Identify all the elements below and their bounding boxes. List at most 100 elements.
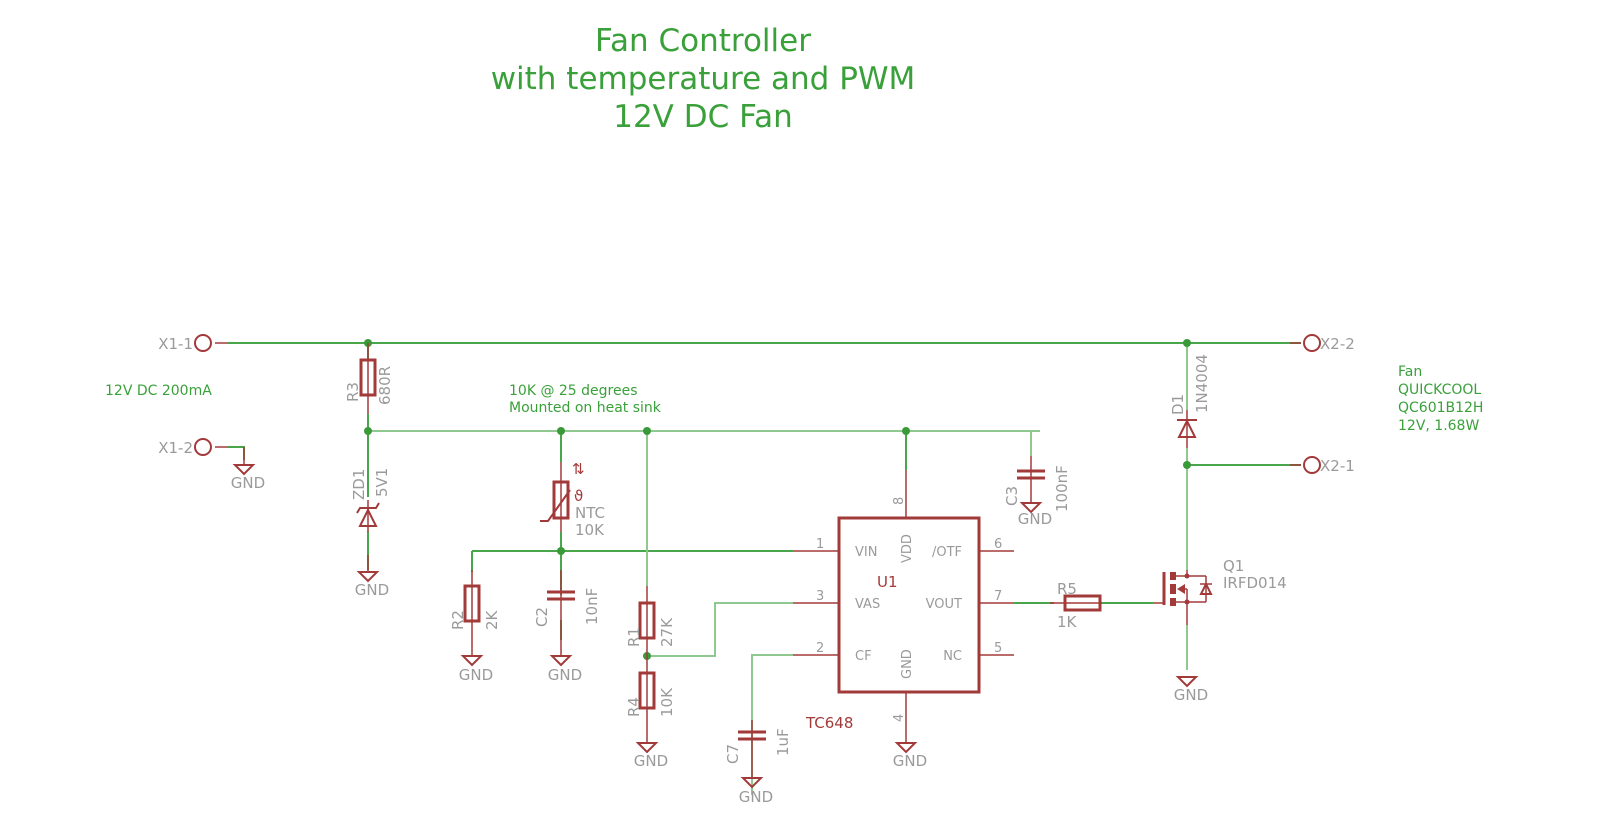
c3-value: 100nF [1053,465,1071,512]
r3-value: 680R [376,366,394,405]
body-diode-icon [1199,581,1213,595]
ic-u1[interactable]: 1 3 2 6 7 5 8 4 VIN VAS CF /OTF VOUT NC … [793,470,1014,743]
gnd-label: GND [548,666,582,684]
zd1-name: ZD1 [350,469,368,500]
ground-icon [549,655,573,667]
resistor-r2[interactable]: R2 2K [449,570,501,656]
note-fan-4: 12V, 1.68W [1398,418,1479,434]
c2-value: 10nF [583,588,601,625]
wire-x1-2 [228,446,245,460]
connector-x2-1[interactable]: X2-1 [1290,456,1355,475]
pin-label: NC [943,649,962,664]
r5-name: R5 [1057,580,1077,598]
gnd-label: GND [1018,510,1052,528]
gnd-label: GND [459,666,493,684]
resistor-r1[interactable]: R1 27K [625,586,676,656]
ic-body [837,516,981,694]
pin-number: 8 [892,497,907,505]
wire-cf [751,654,793,795]
resistor-body [359,358,377,397]
r1-name: R1 [625,627,643,647]
wire-vas [647,602,793,657]
gnd-u1: GND [893,742,927,770]
r5-value: 1K [1057,613,1078,631]
terminal-circle [1303,456,1321,474]
d1-name: D1 [1169,394,1187,415]
diode-d1[interactable]: D1 1N4004 [1169,354,1211,448]
zener-zd1[interactable]: ZD1 5V1 [350,468,391,532]
pin-label: VIN [855,545,877,560]
q1-name: Q1 [1223,557,1244,575]
gate-lead [1153,572,1165,604]
pin-label: /OTF [932,545,962,560]
capacitor-c2[interactable]: C2 10nF [533,570,601,656]
ground-icon [1175,676,1199,688]
ground-icon [232,464,256,476]
connector-label: X2-1 [1320,457,1355,475]
ground-icon [460,655,484,667]
connector-x1-1[interactable]: X1-1 [158,334,228,353]
gnd-x1: GND [231,447,265,492]
thermistor-ntc[interactable]: ⇅ ϑ NTC 10K [540,460,605,539]
pin-label: VAS [855,597,880,612]
gnd-r4: GND [634,742,668,770]
r3-name: R3 [344,382,362,402]
pin-label: VOUT [926,597,962,612]
gnd-label: GND [893,752,927,770]
resistor-body [463,584,481,623]
ground-icon [894,742,918,754]
pin-number: 4 [892,714,907,722]
thermistor-body [552,480,570,520]
u1-name: U1 [877,573,898,591]
body-arrow-icon [1177,584,1185,594]
wire-c3-top [960,430,1032,456]
pin-number: 7 [994,589,1002,604]
pin-number: 6 [994,537,1002,552]
theta-icon: ϑ [574,487,583,505]
resistor-body [638,601,656,640]
terminal-circle [194,334,212,352]
resistor-r3[interactable]: R3 680R [344,343,394,414]
junction-dot [557,427,565,435]
connector-label: X1-1 [158,335,193,353]
thermistor-slash [540,489,571,522]
mosfet-q1[interactable]: Q1 IRFD014 [1153,557,1287,625]
r2-name: R2 [449,610,467,630]
resistor-r4[interactable]: R4 10K [625,656,676,743]
r1-value: 27K [658,617,676,647]
gnd-label: GND [634,752,668,770]
ground-icon [356,571,380,583]
ntc-value: 10K [575,521,605,539]
resistor-body [1063,594,1102,612]
gnd-label: GND [231,474,265,492]
junction-dot [1183,461,1191,469]
resistor-r5[interactable]: R5 1K [1050,580,1102,631]
junction-dot [1183,339,1191,347]
ntc-name: NTC [575,504,605,522]
r4-value: 10K [658,687,676,717]
connector-x2-2[interactable]: X2-2 [1290,334,1355,353]
channel-segment [1170,572,1176,580]
title-line-2: with temperature and PWM [491,61,916,97]
pin-label: CF [855,649,872,664]
pin-label: GND [900,649,915,679]
pin-number: 5 [994,641,1002,656]
capacitor-c7[interactable]: C7 1uF [724,720,792,778]
junction-dot [364,427,372,435]
note-fan-1: Fan [1398,364,1422,380]
note-fan-3: QC601B12H [1398,400,1483,416]
gnd-symbols: GND GND GND GND GND GND GND GND [231,447,1208,806]
junction-dot [643,427,651,435]
gnd-zd1: GND [355,555,389,599]
capacitor-c3[interactable]: C3 100nF [1003,456,1071,512]
connector-x1-2[interactable]: X1-2 [158,438,228,457]
note-ntc-1: 10K @ 25 degrees [509,383,638,399]
c7-name: C7 [724,744,742,764]
q1-value: IRFD014 [1223,574,1287,592]
gnd-c7: GND [739,777,773,806]
gnd-c3: GND [1018,502,1052,528]
zener-bar [356,502,380,514]
note-fan-2: QUICKCOOL [1398,382,1481,398]
resistor-body [638,671,656,710]
